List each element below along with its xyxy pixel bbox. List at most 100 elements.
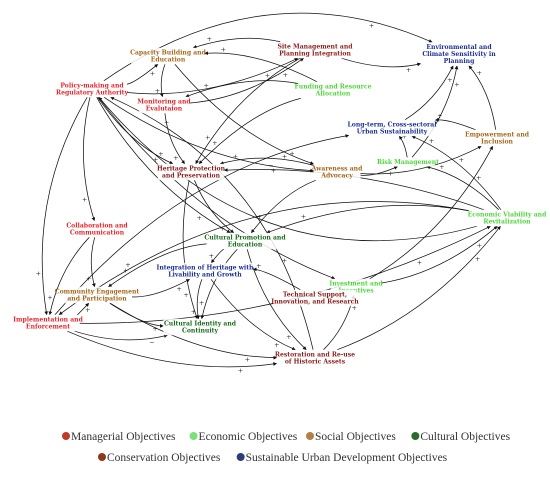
edge-sign: + — [221, 45, 226, 53]
legend-label-social: Social Objectives — [315, 431, 396, 443]
node-label-restoration: of Historic Assets — [285, 359, 346, 366]
node-label-environmental: Planning — [444, 58, 475, 65]
edge-sign: + — [439, 163, 444, 171]
node-background — [420, 42, 498, 66]
edge-economic-to-risk — [426, 165, 500, 211]
edge-culturalpromo-to-culturalidentity — [200, 248, 238, 320]
node-label-capacity: Education — [151, 57, 186, 64]
node-label-economic: Economic Viability and — [468, 211, 547, 218]
edge-sign: + — [289, 149, 294, 157]
edge-sign: + — [209, 252, 214, 260]
node-label-implementation: Enforcement — [26, 324, 70, 331]
edge-sign: + — [283, 71, 288, 79]
edge-capacity-to-monitoring — [159, 64, 166, 98]
edge-sign: + — [158, 150, 163, 158]
node-label-empowerment: Inclusion — [481, 139, 514, 146]
node-background — [280, 41, 350, 59]
edge-sign: + — [257, 213, 262, 221]
legend-label-managerial: Managerial Objectives — [71, 431, 176, 443]
legend-dot-managerial — [62, 432, 70, 440]
edge-funding-to-capacity — [204, 51, 318, 83]
edge-sign: + — [176, 285, 181, 293]
node-background — [62, 286, 132, 304]
node-label-technical: Technical Support, — [283, 291, 347, 298]
edge-policy-to-heritage — [97, 96, 174, 165]
edge-sign: + — [238, 367, 243, 375]
legend-dot-sustainable — [236, 453, 245, 461]
edge-sign: + — [196, 214, 201, 222]
edge-sign: + — [203, 82, 208, 90]
edge-community-to-restoration — [110, 302, 278, 360]
edge-policy-to-collab — [83, 97, 96, 222]
edge-sign: + — [125, 261, 130, 269]
edge-sign: − — [268, 162, 273, 170]
edge-sign: + — [85, 306, 90, 314]
edge-sign: + — [477, 241, 482, 249]
edge-sign: + — [459, 156, 464, 164]
edge-sign: − — [149, 338, 154, 346]
node-label-integration: Livability and Growth — [168, 272, 242, 279]
edge-sign: + — [351, 304, 356, 312]
edge-sign: + — [265, 72, 270, 80]
edge-sitemgmt-to-heritage — [195, 57, 301, 165]
node-technical: Technical Support,Innovation, and Resear… — [271, 289, 359, 307]
node-background — [381, 157, 435, 167]
node-label-longterm: Long-term, Cross-sectoral — [347, 121, 437, 128]
edge-monitoring-to-heritage — [164, 113, 185, 165]
node-label-heritage: and Preservation — [162, 173, 221, 180]
edge-culturalpromo-to-integration — [211, 248, 225, 264]
edge-investment-to-economic — [381, 225, 498, 284]
node-label-heritage: Heritage Protection — [157, 165, 226, 172]
legend-dot-social — [306, 432, 314, 440]
node-label-funding: Funding and Resource — [295, 83, 372, 90]
legend-label-cultural: Cultural Objectives — [420, 431, 510, 443]
edge-sign: + — [164, 119, 169, 127]
node-label-technical: Innovation, and Research — [271, 299, 359, 306]
legend-label-sustainable: Sustainable Urban Development Objectives — [246, 452, 448, 464]
edge-economic-to-policy — [98, 96, 478, 242]
edge-sign: + — [82, 196, 87, 204]
edge-capacity-to-awareness — [174, 63, 314, 165]
node-label-monitoring: Evalutaion — [146, 106, 183, 113]
edge-sitemgmt-to-capacity — [192, 37, 281, 49]
edge-sign: + — [477, 69, 482, 77]
node-label-implementation: Implementation and — [13, 316, 83, 323]
node-background — [16, 314, 80, 332]
edge-sign: + — [282, 257, 287, 265]
edge-sign: + — [417, 258, 422, 266]
edge-sign: + — [153, 155, 158, 163]
edge-integration-to-culturalidentity — [196, 279, 203, 320]
node-label-risk: Risk Management — [377, 159, 439, 166]
node-background — [57, 80, 127, 98]
edge-sign: + — [271, 167, 276, 175]
node-background — [468, 209, 546, 227]
edge-policy-to-awareness — [103, 96, 314, 173]
edge-restoration-to-policy — [110, 96, 314, 350]
edge-longterm-to-environmental — [404, 65, 454, 121]
edge-sign: + — [369, 22, 374, 30]
node-background — [348, 119, 436, 137]
edge-restoration-to-economic — [336, 225, 501, 351]
node-label-culturalpromo: Cultural Promotion and — [204, 234, 286, 241]
edge-implementation-to-culturalidentity — [74, 330, 168, 341]
node-label-capacity: Capacity Building and — [130, 49, 206, 56]
edge-sign: + — [476, 174, 481, 182]
node-label-awareness: Awareness and — [311, 165, 363, 172]
edge-sign: + — [206, 35, 211, 43]
node-label-restoration: Restoration and Re-use — [275, 351, 355, 358]
edge-awareness-to-empowerment — [360, 145, 482, 175]
node-label-empowerment: Empowerment and — [465, 131, 530, 138]
node-label-collab: Communication — [70, 230, 125, 237]
